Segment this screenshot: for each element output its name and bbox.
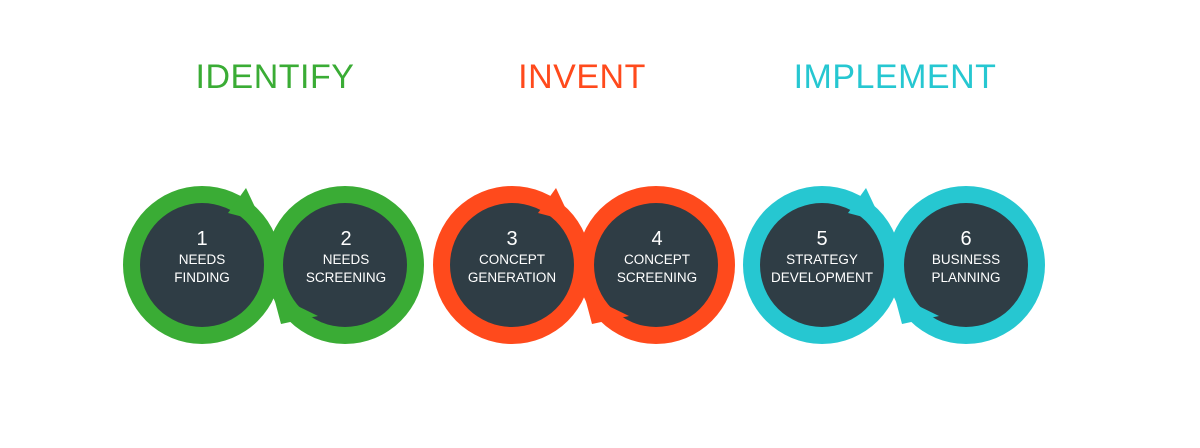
step-6-number: 6	[960, 228, 971, 250]
step-6-label-line1: BUSINESS	[932, 252, 1000, 267]
step-1-number: 1	[196, 228, 207, 250]
phase-title-invent: INVENT	[518, 58, 646, 96]
step-3-label-line1: CONCEPT	[479, 252, 545, 267]
step-5-node	[743, 186, 901, 344]
step-1-arrowhead-icon	[228, 188, 262, 222]
step-6-arrowhead-icon	[894, 294, 939, 324]
phase-title-implement: IMPLEMENT	[793, 58, 997, 96]
step-4-label-line2: SCREENING	[617, 270, 697, 285]
step-2-arrowhead-icon	[273, 294, 318, 324]
step-1-node	[123, 186, 281, 344]
step-2-number: 2	[340, 228, 351, 250]
step-2-core	[283, 203, 407, 327]
step-3-node	[433, 186, 591, 344]
step-3-number: 3	[506, 228, 517, 250]
phase-group-invent: 3 CONCEPT GENERATION 4 CONCEPT SCREENING	[433, 186, 735, 344]
step-5-label-line2: DEVELOPMENT	[771, 270, 873, 285]
step-4-core	[594, 203, 718, 327]
step-3-arrowhead-icon	[538, 188, 572, 222]
step-5-number: 5	[816, 228, 827, 250]
step-4-label-line1: CONCEPT	[624, 252, 690, 267]
step-1-core	[140, 203, 264, 327]
phase-group-identify: 1 NEEDS FINDING 2 NEEDS SCREENING	[123, 186, 424, 344]
step-5-core	[760, 203, 884, 327]
step-3-label-line2: GENERATION	[468, 270, 556, 285]
step-4-number: 4	[651, 228, 662, 250]
step-4-arrowhead-icon	[584, 294, 629, 324]
step-1-label-line1: NEEDS	[179, 252, 226, 267]
step-5-label-line1: STRATEGY	[786, 252, 858, 267]
step-5-arrowhead-icon	[848, 188, 882, 222]
step-2-label-line2: SCREENING	[306, 270, 386, 285]
step-2-node	[266, 186, 424, 344]
phase-group-implement: 5 STRATEGY DEVELOPMENT 6 BUSINESS PLANNI…	[743, 186, 1045, 344]
phase-title-identify: IDENTIFY	[195, 58, 355, 96]
step-2-label-line1: NEEDS	[323, 252, 370, 267]
step-3-core	[450, 203, 574, 327]
step-6-core	[904, 203, 1028, 327]
step-4-node	[577, 186, 735, 344]
step-6-node	[887, 186, 1045, 344]
step-6-label-line2: PLANNING	[931, 270, 1000, 285]
step-1-label-line2: FINDING	[174, 270, 230, 285]
